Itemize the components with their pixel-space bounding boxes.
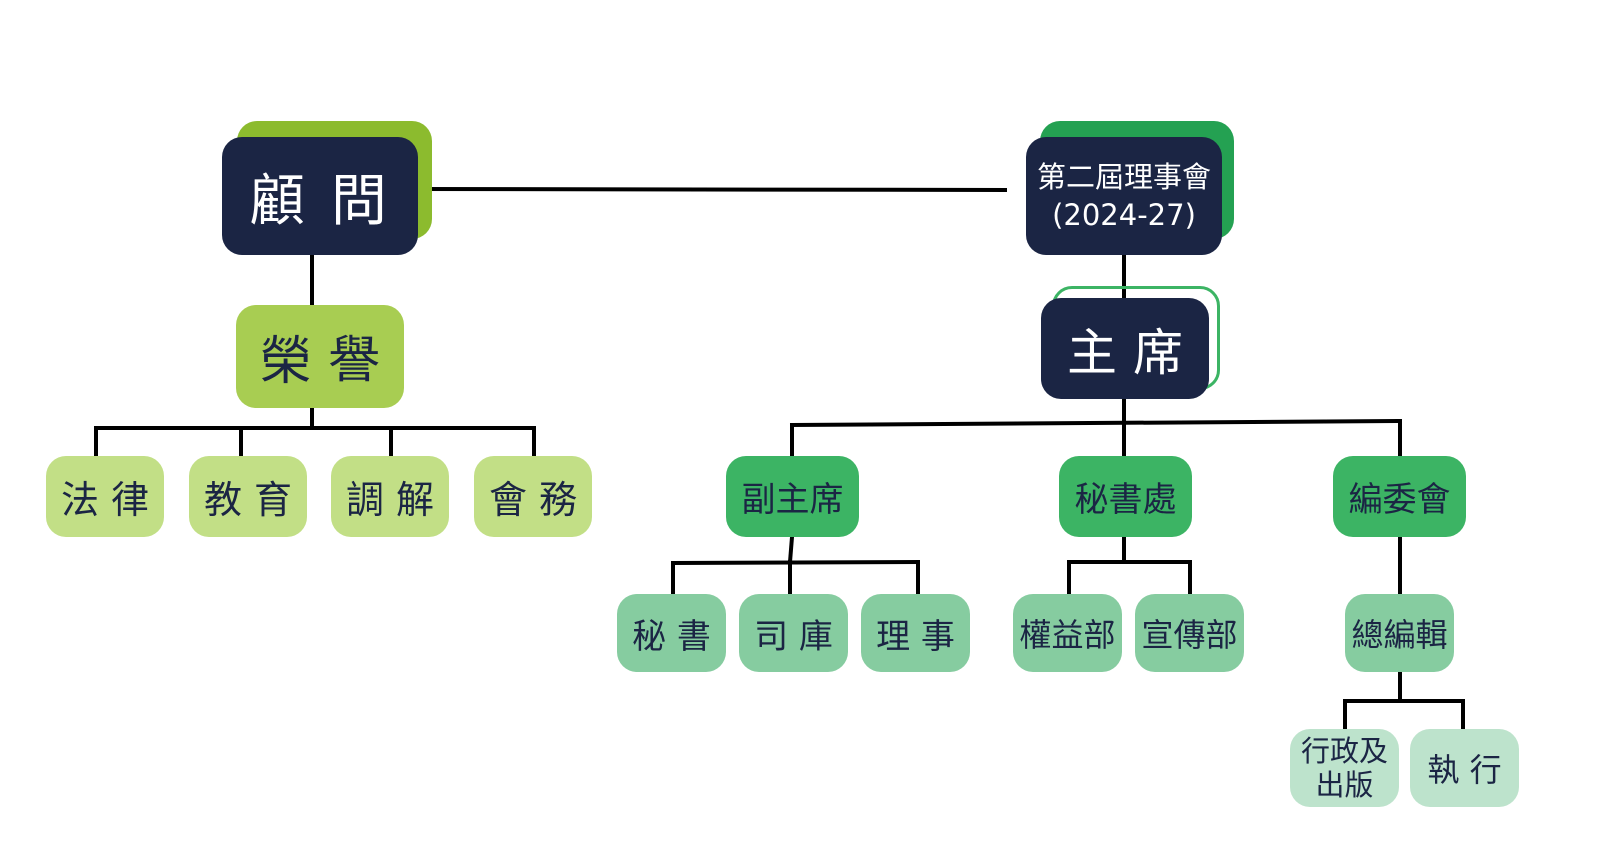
chair-node: 主 席 <box>1041 298 1209 399</box>
advisors-node: 顧 問 <box>222 137 418 255</box>
honorary-node: 榮 譽 <box>236 305 404 408</box>
affairs-node: 會 務 <box>474 456 592 537</box>
legal-node: 法 律 <box>46 456 164 537</box>
council-node: 第二屆理事會 (2024-27) <box>1026 137 1222 255</box>
connector-chair-hbar <box>789 418 1403 428</box>
executive-node: 執 行 <box>1410 729 1519 807</box>
connector-vice-hbar <box>670 559 921 566</box>
rights-node: 權益部 <box>1013 594 1122 672</box>
publicity-node: 宣傳部 <box>1135 594 1244 672</box>
connector-advisors-council <box>417 186 1008 193</box>
director-node: 理 事 <box>861 594 970 672</box>
vice-chair-node: 副主席 <box>726 456 859 537</box>
admin-publishing-node: 行政及 出版 <box>1290 729 1399 807</box>
secretary-node: 秘 書 <box>617 594 726 672</box>
treasurer-node: 司 庫 <box>739 594 848 672</box>
mediation-node: 調 解 <box>331 456 449 537</box>
connector-vice-bus <box>787 534 795 565</box>
education-node: 教 育 <box>189 456 307 537</box>
secretariat-node: 秘書處 <box>1059 456 1192 537</box>
editorial-node: 編委會 <box>1333 456 1466 537</box>
chief-editor-node: 總編輯 <box>1345 594 1454 672</box>
